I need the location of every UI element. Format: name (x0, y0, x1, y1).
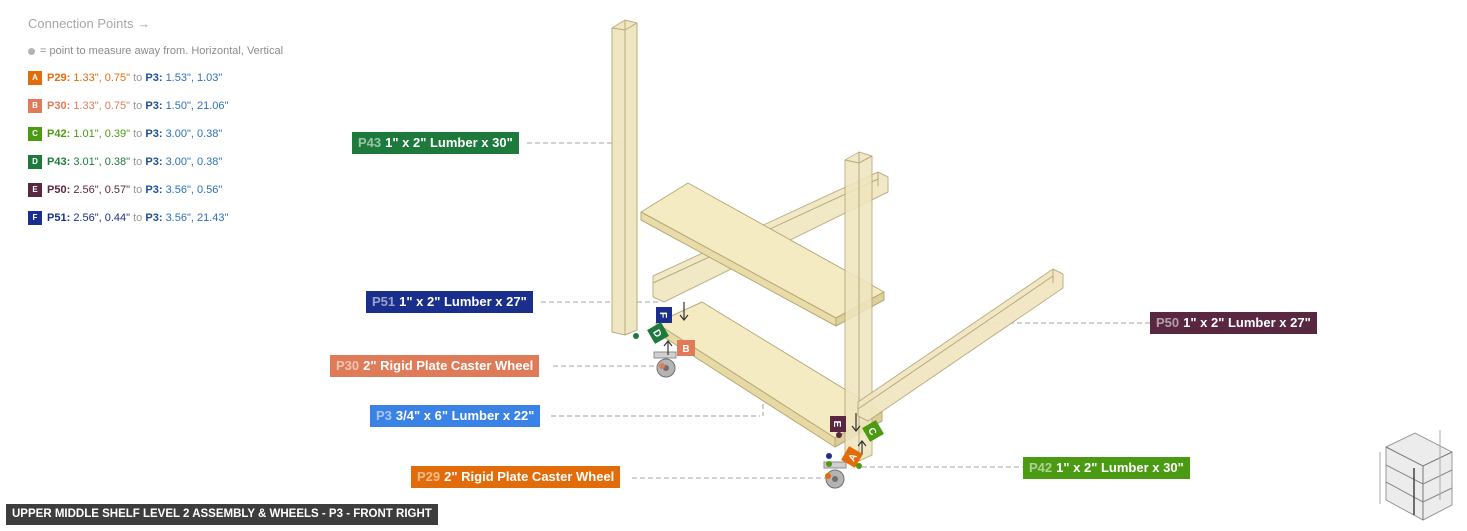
callout-text: 2" Rigid Plate Caster Wheel (444, 469, 615, 484)
legend-badge: F (28, 211, 42, 225)
legend-target-id: P3: (145, 184, 163, 196)
callout-id: P30 (336, 358, 360, 373)
overview-thumbnail (1379, 430, 1453, 521)
legend-to: to (133, 212, 143, 224)
legend-row-d[interactable]: D P43: 3.01", 0.38" to P3: 3.00", 0.38" (28, 155, 358, 183)
legend-target-coords: 3.56", 0.56" (165, 184, 223, 196)
marker-d: D (647, 322, 669, 344)
legend-part-id: P30: (47, 100, 71, 112)
legend-to: to (133, 100, 143, 112)
callout-id: P42 (1029, 460, 1053, 475)
callout-id: P3 (376, 408, 392, 423)
marker-a: A (841, 446, 863, 468)
legend-part-coords: 2.56", 0.57" (73, 184, 131, 196)
legend-target-id: P3: (145, 128, 163, 140)
legend-target-id: P3: (145, 100, 163, 112)
legend-note: = point to measure away from. Horizontal… (28, 45, 358, 57)
callout-id: P43 (358, 135, 382, 150)
callout-text: 1" x 2" Lumber x 27" (399, 294, 527, 309)
legend-row-e[interactable]: E P50: 2.56", 0.57" to P3: 3.56", 0.56" (28, 183, 358, 211)
measure-arrows (663, 302, 867, 455)
callout-text: 1" x 2" Lumber x 30" (385, 135, 513, 150)
marker-e: E (830, 416, 846, 432)
svg-text:C: C (865, 426, 878, 438)
caster-wheel-p30 (653, 351, 677, 378)
legend-part-id: P51: (47, 212, 71, 224)
callout-text: 3/4" x 6" Lumber x 22" (395, 408, 535, 423)
svg-text:B: B (682, 344, 689, 355)
legend-to: to (133, 128, 143, 140)
wood-parts (611, 19, 1064, 462)
step-title-bar: UPPER MIDDLE SHELF LEVEL 2 ASSEMBLY & WH… (6, 504, 438, 525)
legend-target-id: P3: (145, 212, 163, 224)
leader-lines (527, 142, 1150, 479)
callout-id: P50 (1156, 315, 1180, 330)
legend-rows: A P29: 1.33", 0.75" to P3: 1.53", 1.03" B… (28, 71, 358, 239)
legend-badge: E (28, 183, 42, 197)
marker-c: C (862, 420, 884, 442)
legend-target-coords: 3.56", 21.43" (165, 212, 229, 224)
legend-target-coords: 3.00", 0.38" (165, 128, 223, 140)
legend-badge: B (28, 99, 42, 113)
connection-points-legend: Connection Points → = point to measure a… (28, 16, 358, 239)
callout-text: 2" Rigid Plate Caster Wheel (363, 358, 534, 373)
svg-text:E: E (831, 421, 842, 428)
legend-badge: D (28, 155, 42, 169)
legend-target-coords: 1.53", 1.03" (165, 72, 223, 84)
connection-dots (633, 333, 862, 479)
svg-text:A: A (847, 452, 860, 464)
legend-row-c[interactable]: C P42: 1.01", 0.39" to P3: 3.00", 0.38" (28, 127, 358, 155)
legend-to: to (133, 72, 143, 84)
legend-to: to (133, 184, 143, 196)
legend-part-id: P42: (47, 128, 71, 140)
legend-target-id: P3: (145, 156, 163, 168)
legend-target-coords: 3.00", 0.38" (165, 156, 223, 168)
legend-part-coords: 1.33", 0.75" (73, 72, 131, 84)
svg-text:F: F (657, 312, 668, 318)
marker-f: F (656, 307, 672, 323)
legend-part-id: P43: (47, 156, 71, 168)
point-dot-icon (28, 47, 35, 55)
legend-part-coords: 1.33", 0.75" (73, 100, 131, 112)
legend-note-text: = point to measure away from. Horizontal… (40, 45, 284, 57)
callout-id: P29 (417, 469, 441, 484)
callout-id: P51 (372, 294, 396, 309)
legend-part-id: P50: (47, 184, 71, 196)
legend-part-id: P29: (47, 72, 71, 84)
callout-text: 1" x 2" Lumber x 30" (1056, 460, 1184, 475)
legend-badge: A (28, 71, 42, 85)
callout-text: 1" x 2" Lumber x 27" (1183, 315, 1311, 330)
legend-part-coords: 2.56", 0.44" (73, 212, 131, 224)
legend-badge: C (28, 127, 42, 141)
legend-target-id: P3: (145, 72, 163, 84)
legend-row-b[interactable]: B P30: 1.33", 0.75" to P3: 1.50", 21.06" (28, 99, 358, 127)
legend-title[interactable]: Connection Points → (28, 16, 151, 31)
marker-b: B (677, 340, 695, 356)
legend-part-coords: 3.01", 0.38" (73, 156, 131, 168)
legend-row-f[interactable]: F P51: 2.56", 0.44" to P3: 3.56", 21.43" (28, 211, 358, 239)
legend-target-coords: 1.50", 21.06" (165, 100, 229, 112)
legend-row-a[interactable]: A P29: 1.33", 0.75" to P3: 1.53", 1.03" (28, 71, 358, 99)
connection-markers: F D B E C A (647, 307, 884, 468)
svg-text:D: D (650, 328, 663, 340)
legend-to: to (133, 156, 143, 168)
p50-rail (857, 268, 1064, 422)
legend-part-coords: 1.01", 0.39" (73, 128, 131, 140)
